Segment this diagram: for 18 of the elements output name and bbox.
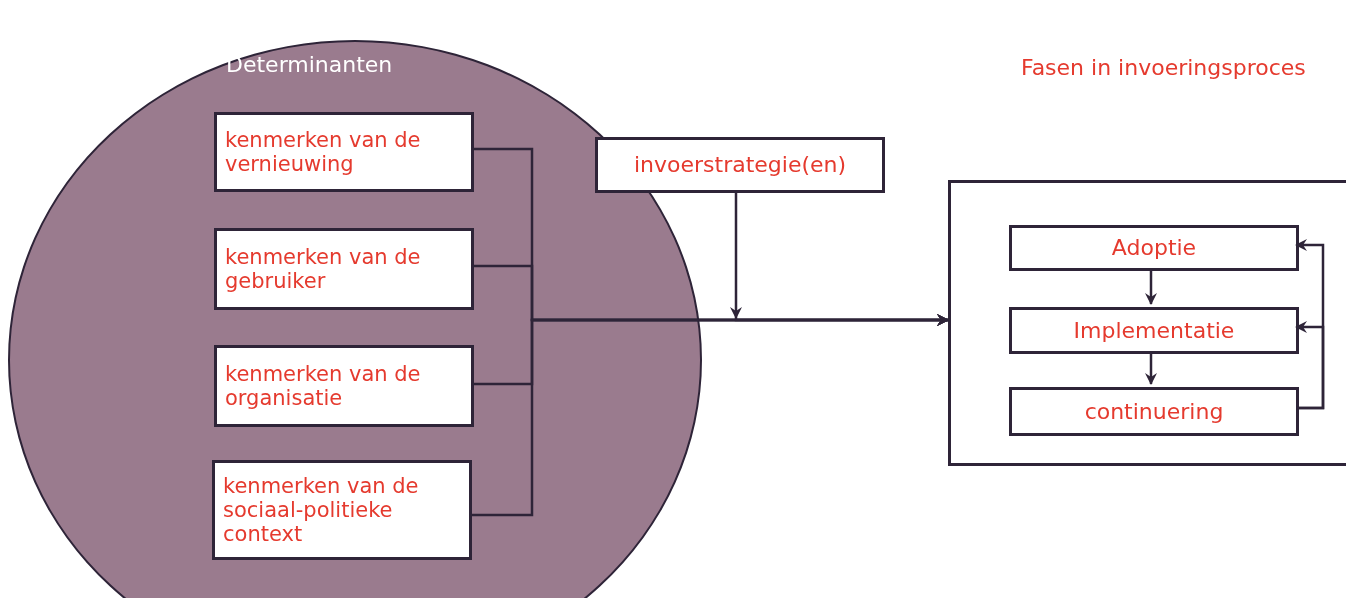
box-label: Implementatie xyxy=(1073,317,1235,344)
box-label: kenmerken van de sociaal-politieke context xyxy=(223,473,420,547)
factor-box xyxy=(212,460,472,560)
heading: Determinanten xyxy=(226,52,393,77)
factor-box xyxy=(214,345,474,427)
process-box xyxy=(1009,387,1299,436)
factor-box xyxy=(214,112,474,192)
process-box xyxy=(1009,307,1299,354)
box-label: kenmerken van de organisatie xyxy=(225,361,422,411)
process-box xyxy=(1009,225,1299,271)
box-label: Adoptie xyxy=(1111,235,1197,261)
box-label: continuering xyxy=(1084,398,1224,425)
heading: Fasen in invoeringsproces xyxy=(1021,55,1306,80)
factor-box xyxy=(214,228,474,310)
box-label: kenmerken van de gebruiker xyxy=(225,244,422,294)
box-label: invoerstrategie(en) xyxy=(633,152,847,178)
box-label: kenmerken van de vernieuwing xyxy=(225,127,422,177)
process-box xyxy=(595,137,885,193)
